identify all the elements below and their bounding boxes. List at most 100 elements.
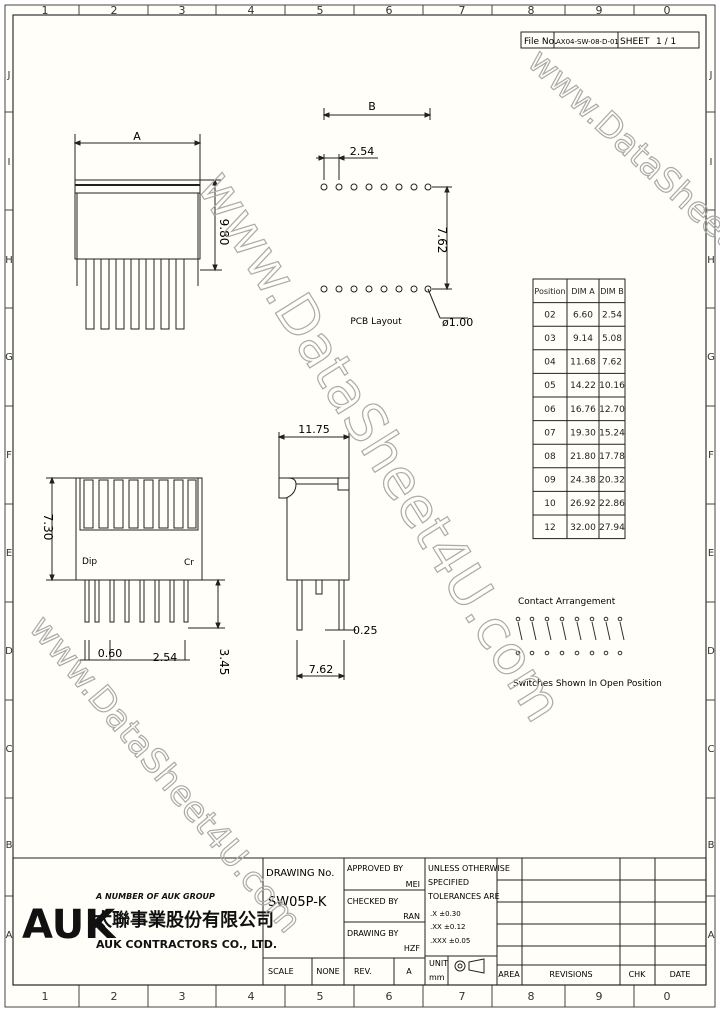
col-label-bottom-4: 4 — [248, 990, 255, 1003]
col-label-bottom-2: 2 — [111, 990, 118, 1003]
company-name: AUK CONTRACTORS CO., LTD. — [96, 938, 277, 951]
dims-cell: 9.14 — [573, 334, 593, 344]
dims-cell: 11.68 — [570, 358, 596, 368]
bottom-pins — [84, 579, 189, 623]
bottom-label-dip: Dip — [82, 557, 97, 567]
col-label-bottom-5: 5 — [317, 990, 324, 1003]
dims-cell: 32.00 — [570, 523, 596, 533]
tolerance-line-2: SPECIFIED — [428, 878, 469, 887]
pcb-layout — [316, 108, 468, 319]
side-dim-pin: 0.25 — [353, 624, 378, 637]
front-view — [73, 134, 222, 330]
dims-header: DIM B — [600, 287, 623, 296]
row-label-right-h: H — [707, 255, 715, 266]
row-label-left-j: J — [7, 70, 11, 81]
area-label: AREA — [498, 970, 520, 979]
sheet-value: 1 / 1 — [656, 37, 676, 47]
dims-cell: 04 — [544, 358, 556, 368]
dims-cell: 27.94 — [599, 523, 625, 533]
contact-schematic — [515, 616, 625, 656]
side-dim-spacing: 7.62 — [309, 663, 334, 676]
rev-label: REV. — [354, 967, 372, 976]
col-label-0: 0 — [664, 4, 671, 17]
col-label-bottom-8: 8 — [528, 990, 535, 1003]
col-label-4: 4 — [248, 4, 255, 17]
col-label-bottom-1: 1 — [42, 990, 49, 1003]
row-label-right-a: A — [708, 930, 715, 941]
tolerance-3: .XXX ±0.05 — [430, 937, 470, 945]
dims-cell: 5.08 — [602, 334, 622, 344]
contact-title: Contact Arrangement — [518, 597, 616, 607]
drawing-no: SW05P-K — [268, 895, 327, 910]
chinese-company-name: 太聯事業股份有限公司 — [94, 909, 274, 931]
row-label-left-g: G — [5, 352, 13, 363]
dims-cell: 24.38 — [570, 476, 596, 486]
sheet-label: SHEET — [620, 37, 650, 47]
dims-cell: 03 — [544, 334, 555, 344]
dims-cell: 10.16 — [599, 381, 625, 391]
row-label-left-e: E — [6, 548, 12, 559]
pcb-pitch-label: 2.54 — [350, 145, 375, 158]
row-label-left-i: I — [8, 157, 11, 168]
dims-header: Position — [534, 287, 565, 296]
dims-cell: 17.78 — [599, 452, 625, 462]
row-label-right-b: B — [708, 840, 715, 851]
unit-label: UNIT — [429, 959, 448, 968]
switch-slots — [83, 479, 197, 529]
drawing-by: HZF — [404, 944, 420, 953]
row-label-left-c: C — [6, 744, 13, 755]
col-label-bottom-3: 3 — [179, 990, 186, 1003]
date-label: DATE — [670, 970, 691, 979]
col-label-bottom-9: 9 — [596, 990, 603, 1003]
front-pins — [85, 258, 185, 330]
col-label-1: 1 — [42, 4, 49, 17]
dims-cell: 12.70 — [599, 405, 625, 415]
dims-cell: 06 — [544, 405, 556, 415]
row-label-right-d: D — [707, 646, 715, 657]
col-label-8: 8 — [528, 4, 535, 17]
bottom-dim-pitch: 2.54 — [153, 651, 178, 664]
row-label-left-a: A — [6, 930, 13, 941]
row-label-left-b: B — [6, 840, 13, 851]
tolerance-line-3: TOLERANCES ARE — [427, 892, 500, 901]
revisions-label: REVISIONS — [549, 970, 592, 979]
bottom-dim-lead: 0.60 — [98, 647, 123, 660]
col-label-bottom-0: 0 — [664, 990, 671, 1003]
row-label-right-f: F — [708, 450, 714, 461]
approved-label: APPROVED BY — [347, 864, 403, 873]
contact-caption: Switches Shown In Open Position — [513, 679, 662, 689]
dims-cell: 20.32 — [599, 476, 625, 486]
title-block: AUK A NUMBER OF AUK GROUP 太聯事業股份有限公司 AUK… — [12, 857, 707, 986]
row-label-left-h: H — [5, 255, 13, 266]
checked-by: RAN — [403, 912, 420, 921]
dims-cell: 21.80 — [570, 452, 596, 462]
header-block: File No. AX04-SW-08-D-01 SHEET 1 / 1 — [520, 31, 700, 49]
dims-cell: 7.62 — [602, 358, 622, 368]
dim-front-height: 9.80 — [217, 219, 231, 246]
group-label: A NUMBER OF AUK GROUP — [95, 892, 215, 901]
col-label-6: 6 — [386, 4, 393, 17]
checked-label: CHECKED BY — [347, 897, 398, 906]
bottom-view — [46, 476, 225, 661]
dims-cell: 6.60 — [573, 310, 593, 320]
drawing-no-label: DRAWING No. — [266, 868, 334, 879]
dims-cell: 10 — [544, 499, 556, 509]
dim-a-label: A — [133, 130, 141, 143]
rev-value: A — [406, 967, 412, 976]
col-label-3: 3 — [179, 4, 186, 17]
scale-value: NONE — [316, 967, 339, 976]
col-label-bottom-7: 7 — [459, 990, 466, 1003]
pcb-hole-label: ø1.00 — [442, 316, 473, 329]
dims-header: DIM A — [571, 287, 595, 296]
bottom-dim-pin: 3.45 — [217, 649, 231, 676]
bottom-dim-height: 7.30 — [41, 514, 55, 541]
dims-cell: 16.76 — [570, 405, 596, 415]
pcb-row-spacing: 7.62 — [435, 227, 449, 254]
row-label-right-j: J — [709, 70, 713, 81]
dims-cell: 05 — [544, 381, 555, 391]
col-label-5: 5 — [317, 4, 324, 17]
pcb-holes-top — [320, 183, 432, 191]
dims-cell: 02 — [544, 310, 555, 320]
dims-cell: 12 — [544, 523, 555, 533]
row-label-left-d: D — [5, 646, 13, 657]
